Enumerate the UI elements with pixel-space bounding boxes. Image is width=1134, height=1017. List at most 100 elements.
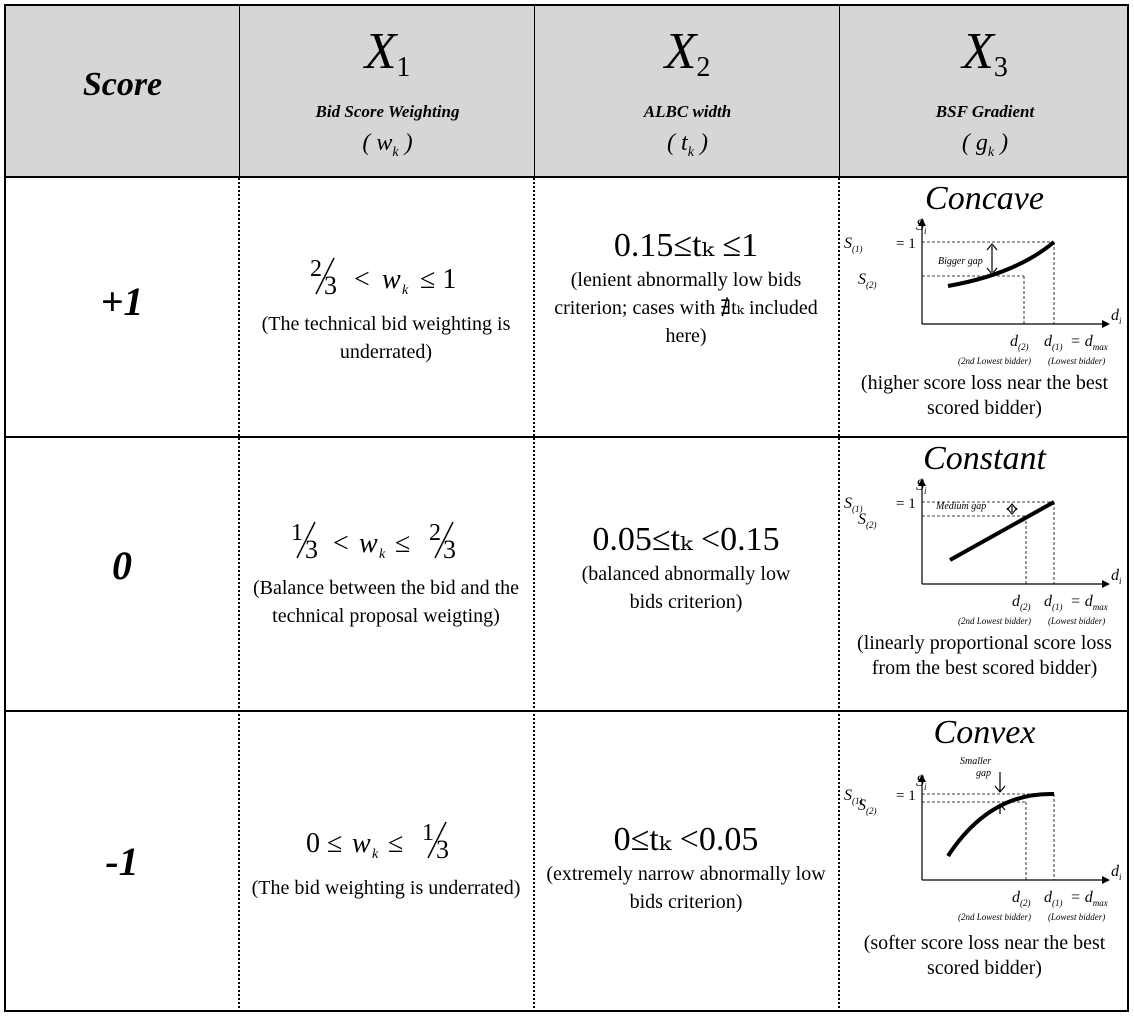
s1-label-main: S	[844, 495, 852, 512]
x1-formula: 0 ≤ w k ≤ 1 3	[240, 814, 532, 874]
y-axis-label-main: S	[916, 773, 924, 790]
x2-variable: X2	[664, 23, 711, 84]
x2-formula: 0.05≤tₖ <0.15	[592, 521, 780, 558]
score-value: 0	[112, 543, 132, 588]
s2-label-main: S	[858, 511, 866, 528]
column-divider	[238, 178, 240, 1012]
d2-label: d(2)	[1012, 889, 1031, 908]
x-arrow	[1102, 876, 1110, 884]
y-arrow	[918, 478, 926, 486]
table-row-3-score: -1	[6, 712, 238, 1012]
x1-note: (The bid weighting is underrated)	[251, 877, 521, 899]
d1-label-sub: (1)	[1052, 898, 1063, 908]
dmax-label: = dmax	[1070, 889, 1108, 908]
d1-label: d(1)	[1044, 593, 1063, 612]
gradient-curve	[946, 791, 1055, 858]
dmax-label: = dmax	[1070, 593, 1108, 612]
svg-text:w: w	[352, 828, 371, 859]
y-axis-label-main: S	[916, 477, 924, 494]
d1-label: d(1)	[1044, 889, 1063, 908]
gradient-title: Concave	[925, 180, 1044, 217]
y-axis-label: Si	[916, 477, 927, 496]
gradient-note: (higher score loss near the best scored …	[860, 372, 1109, 419]
s1-label-sub: (1)	[852, 504, 863, 514]
gap-label: Smaller	[960, 756, 991, 767]
svg-text:<: <	[333, 528, 349, 559]
s2-label-sub: (2)	[866, 806, 877, 816]
gap-arrow-head	[994, 785, 1006, 793]
s1-label: S(1)	[844, 495, 863, 514]
svg-text:0 ≤: 0 ≤	[306, 828, 342, 859]
d2-label-sub: (2)	[1018, 342, 1029, 352]
x3-variable: X3	[962, 23, 1008, 84]
d1-label-main: d	[1044, 593, 1053, 610]
gap-arrow-head	[1006, 503, 1018, 511]
gradient-note: (softer score loss near the best scored …	[863, 932, 1106, 979]
gap-label: gap	[976, 768, 991, 779]
table-row-1-x2: 0.15≤tₖ ≤1 (lenient abnormally low bids …	[535, 226, 837, 350]
x-axis-label-sub: i	[1119, 576, 1122, 586]
d2-label: d(2)	[1012, 593, 1031, 612]
table-row-1-score: +1	[6, 178, 238, 436]
x1-title: Bid Score Weighting	[315, 102, 460, 121]
dmax-label-sub: max	[1093, 342, 1108, 352]
x2-formula: 0≤tₖ <0.05	[613, 821, 759, 858]
table-header: Score X1 Bid Score Weighting ( wk ) X2 A…	[6, 6, 1127, 178]
svg-text:3: 3	[324, 271, 337, 300]
x1-symbol: ( wk )	[362, 130, 413, 160]
svg-text:≤: ≤	[388, 828, 403, 859]
row-divider	[6, 436, 1127, 438]
gap-arrow-head	[1006, 507, 1018, 515]
x-axis-label: di	[1111, 307, 1122, 326]
s2-label: S(2)	[858, 797, 877, 816]
header-x3: X3 BSF Gradient ( gk )	[841, 6, 1129, 196]
header-divider	[239, 6, 240, 176]
header-x1: X1 Bid Score Weighting ( wk )	[241, 6, 534, 196]
y-axis-label-sub: i	[924, 486, 927, 496]
svg-text:≤: ≤	[395, 528, 410, 559]
header-divider	[534, 6, 535, 176]
s1-eq: = 1	[896, 236, 916, 252]
x-axis-label-main: d	[1111, 307, 1120, 324]
dmax-label-sub: max	[1093, 898, 1108, 908]
svg-text:k: k	[379, 547, 386, 562]
s2-label-main: S	[858, 271, 866, 288]
d1-label-sub: (1)	[1052, 342, 1063, 352]
row-divider	[6, 710, 1127, 712]
table-row-3-x2: 0≤tₖ <0.05 (extremely narrow abnormally …	[535, 820, 837, 916]
x3-title: BSF Gradient	[935, 102, 1035, 121]
second-lowest-label: (2nd Lowest bidder)	[958, 616, 1031, 626]
x2-note: criterion; cases with ∄tₖ included here)	[554, 297, 818, 347]
s1-label: S(1)	[844, 235, 863, 254]
column-divider	[533, 178, 535, 1012]
column-divider	[838, 178, 840, 1012]
gradient-title: Constant	[923, 440, 1046, 477]
y-axis-label-main: S	[916, 217, 924, 234]
table-row-2-x1: 1 3 < w k ≤ 2 3 (Balance between the bid…	[240, 514, 532, 630]
y-axis-label: Si	[916, 773, 927, 792]
x1-note: (Balance between the bid and the technic…	[253, 577, 519, 627]
second-lowest-label: (2nd Lowest bidder)	[958, 912, 1031, 922]
dmax-label-main: = d	[1070, 333, 1094, 350]
x-axis-label: di	[1111, 567, 1122, 586]
x-arrow	[1102, 320, 1110, 328]
x-axis-label: di	[1111, 863, 1122, 882]
x1-note: (The technical bid weighting is underrat…	[261, 313, 511, 363]
d2-label-sub: (2)	[1020, 898, 1031, 908]
header-x2: X2 ALBC width ( tk )	[536, 6, 839, 196]
table-row-2-score: 0	[6, 438, 238, 710]
s1-eq: = 1	[896, 788, 916, 804]
x2-note: (balanced abnormally low bids criterion)	[581, 563, 791, 613]
table-row-3-x1: 0 ≤ w k ≤ 1 3 (The bid weighting is unde…	[240, 814, 532, 902]
svg-text:k: k	[402, 283, 409, 298]
d1-label-main: d	[1044, 889, 1053, 906]
s1-eq: = 1	[896, 496, 916, 512]
y-axis-label: Si	[916, 217, 927, 236]
header-divider	[839, 6, 840, 176]
gradient-title: Convex	[933, 714, 1036, 751]
